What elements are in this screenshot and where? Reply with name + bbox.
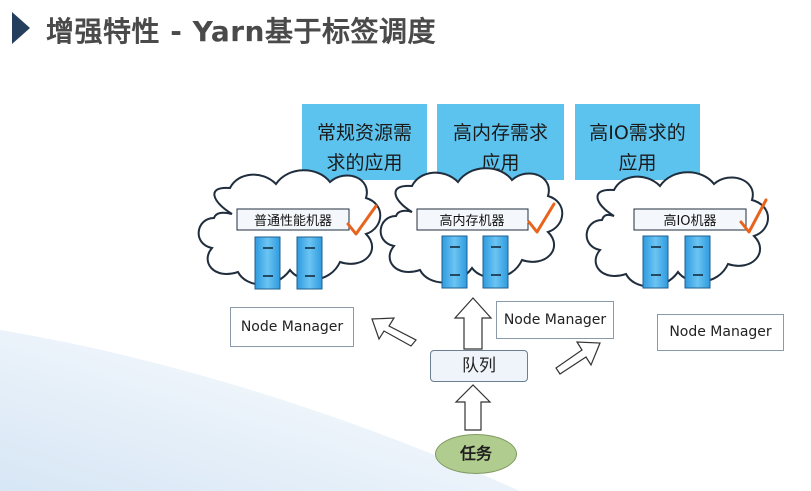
server-icon	[482, 235, 509, 289]
machine-label-box-high-io	[633, 208, 747, 231]
node-manager-high-io: Node Manager	[657, 314, 784, 351]
arrow-up-icon	[453, 297, 493, 350]
machine-label-box-general	[236, 208, 350, 231]
machine-label-high-memory: 高内存机器	[439, 213, 504, 229]
node-manager-general: Node Manager	[230, 307, 354, 347]
arrow-up-icon	[454, 384, 492, 431]
machine-label-general: 普通性能机器	[254, 214, 332, 229]
node-manager-high-memory: Node Manager	[496, 301, 614, 339]
checkmark-icon	[739, 198, 768, 234]
task-ellipse: 任务	[435, 434, 517, 474]
arrow-up-right-icon	[555, 341, 601, 375]
page-title: 增强特性 - Yarn基于标签调度	[46, 15, 436, 48]
requirement-high-io: 高IO需求的 应用	[575, 104, 700, 180]
server-icon	[296, 236, 323, 290]
machine-label-high-io: 高IO机器	[663, 213, 716, 229]
checkmark-icon	[527, 202, 556, 234]
server-icon	[441, 235, 468, 289]
server-icon	[642, 235, 669, 289]
server-icon	[684, 235, 711, 289]
checkmark-icon	[346, 204, 378, 236]
title-arrow-icon	[12, 12, 30, 44]
machine-label-box-high-memory	[416, 208, 529, 231]
requirement-general: 常规资源需 求的应用	[302, 104, 427, 180]
arrow-up-left-icon	[371, 317, 417, 347]
server-icon	[254, 236, 281, 290]
queue-box: 队列	[430, 350, 528, 382]
